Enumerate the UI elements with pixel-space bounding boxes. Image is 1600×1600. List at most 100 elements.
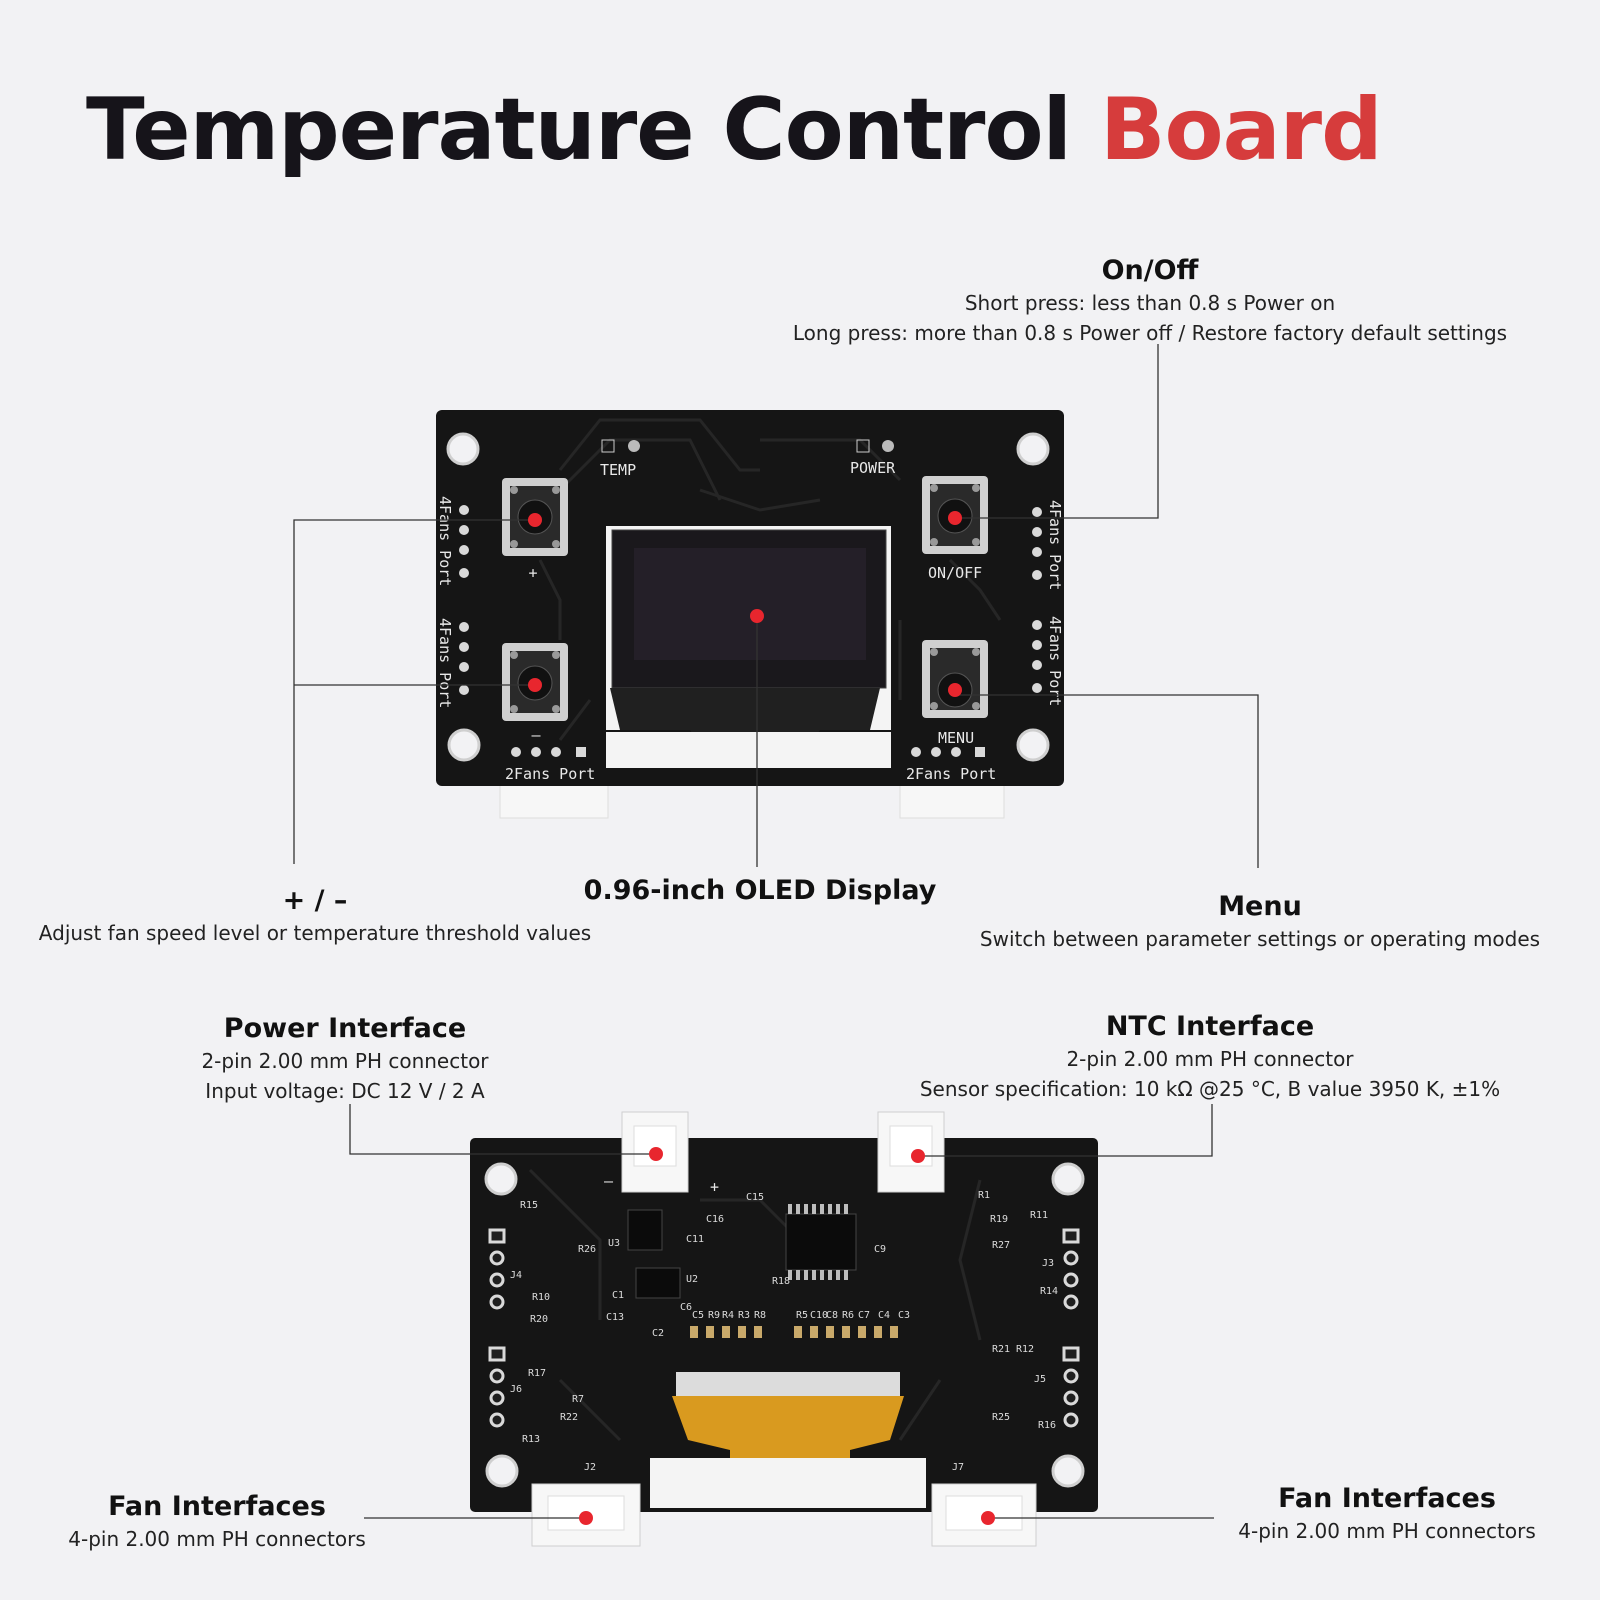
silk-refdes: C3 [898,1310,910,1321]
callout-fan-right: Fan Interfaces 4-pin 2.00 mm PH connecto… [1210,1482,1564,1546]
callout-menu-heading: Menu [1218,891,1302,922]
marker-power [649,1147,663,1161]
leader-power [349,1104,656,1155]
callout-power: Power Interface 2-pin 2.00 mm PH connect… [170,1012,520,1106]
power-led [856,439,894,453]
callout-fan-left-heading: Fan Interfaces [108,1491,326,1522]
silk-onoff: ON/OFF [928,564,982,582]
silk-refdes: C2 [652,1328,664,1339]
silk-refdes: J6 [510,1384,522,1395]
front-connector-right [899,779,1005,819]
ntc-connector [877,1111,945,1193]
silk-4fans-right-top: 4Fans Port [1046,500,1064,590]
silk-refdes: R21 [992,1344,1010,1355]
marker-onoff [948,511,962,525]
callout-plusminus-line1: Adjust fan speed level or temperature th… [38,921,592,945]
ic-u2 [635,1267,681,1299]
leader-lines [293,344,1259,1519]
silk-minus: – [531,726,541,744]
front-connector-left [499,779,609,819]
silk-4fans-left-top: 4Fans Port [436,496,454,586]
silk-2fans-left: 2Fans Port [505,765,595,783]
callout-ntc: NTC Interface 2-pin 2.00 mm PH connector… [880,1010,1540,1104]
silk-refdes: R25 [992,1412,1010,1423]
callout-fan-right-heading: Fan Interfaces [1278,1483,1496,1514]
silk-refdes: C5 [692,1310,704,1321]
marker-minus [528,678,542,692]
leader-menu [955,694,1259,868]
silk-refdes: C1 [612,1290,624,1301]
silk-refdes: R22 [560,1412,578,1423]
back-header-left [488,1228,506,1428]
callout-onoff-line2: Long press: more than 0.8 s Power off / … [792,321,1508,345]
callout-oled-heading: 0.96-inch OLED Display [583,875,937,906]
silk-refdes: J5 [1034,1374,1046,1385]
silk-refdes: C7 [858,1310,870,1321]
silk-refdes: R17 [528,1368,546,1379]
silk-2fans-right: 2Fans Port [906,765,996,783]
silk-refdes: R4 [722,1310,734,1321]
silk-refdes: R6 [842,1310,854,1321]
silk-refdes: C9 [874,1244,886,1255]
callout-onoff-heading: On/Off [1101,255,1199,286]
silk-refdes: R20 [530,1314,548,1325]
silk-4fans-right-bottom: 4Fans Port [1046,616,1064,706]
front-2fans-left-pins [511,747,586,757]
leader-plus [293,519,535,864]
callout-onoff-line1: Short press: less than 0.8 s Power on [964,291,1336,315]
temp-led [601,439,640,453]
silk-refdes: R8 [754,1310,766,1321]
callout-menu: Menu Switch between parameter settings o… [960,890,1560,954]
silk-refdes: J2 [584,1462,596,1473]
callout-ntc-heading: NTC Interface [1105,1011,1315,1042]
back-header-right [1062,1228,1080,1428]
silk-refdes: C6 [680,1302,692,1313]
callout-plusminus-heading: + / – [282,885,348,916]
front-board: TEMP POWER 4Fans Port 4Fans Port 4Fans P… [436,410,1064,819]
silk-refdes: J7 [952,1462,964,1473]
ic-u3 [627,1209,663,1251]
silk-refdes: R3 [738,1310,750,1321]
callout-onoff: On/Off Short press: less than 0.8 s Powe… [760,254,1540,348]
silk-refdes: R14 [1040,1286,1058,1297]
page-title: Temperature Control Board [86,80,1383,180]
silk-refdes: R18 [772,1276,790,1287]
front-header-right [1032,507,1042,693]
callout-menu-line1: Switch between parameter settings or ope… [979,927,1541,951]
silk-refdes: U2 [686,1274,698,1285]
ic-mcu [785,1213,857,1271]
silk-refdes: C10 [810,1310,828,1321]
callout-oled: 0.96-inch OLED Display [560,874,960,908]
silk-refdes: J3 [1042,1258,1054,1269]
silk-refdes: R1 [978,1190,990,1201]
leader-onoff [955,344,1159,519]
silk-4fans-left-bottom: 4Fans Port [436,618,454,708]
silk-refdes: R12 [1016,1344,1034,1355]
marker-fan-left [579,1511,593,1525]
silk-temp: TEMP [600,461,636,479]
oled-ribbon [672,1372,904,1472]
silk-refdes: R16 [1038,1420,1056,1431]
menu-button[interactable] [922,640,988,718]
callout-ntc-line2: Sensor specification: 10 kΩ @25 °C, B va… [919,1077,1501,1101]
silk-refdes: C15 [746,1192,764,1203]
silk-refdes: U3 [608,1238,620,1249]
oled-display [606,526,891,768]
silk-refdes: R7 [572,1394,584,1405]
silk-plus: + [528,564,537,582]
ic-mcu-pins [788,1204,848,1280]
callout-power-heading: Power Interface [223,1013,467,1044]
callout-plusminus: + / – Adjust fan speed level or temperat… [20,884,610,948]
marker-ntc [911,1149,925,1163]
callout-ntc-line1: 2-pin 2.00 mm PH connector [1066,1047,1354,1071]
silk-refdes: J4 [510,1270,522,1281]
silk-refdes: C8 [826,1310,838,1321]
silk-back-minus: – [604,1172,614,1190]
silk-refdes: R9 [708,1310,720,1321]
marker-oled [750,609,764,623]
callout-fan-left: Fan Interfaces 4-pin 2.00 mm PH connecto… [40,1490,394,1554]
front-header-left [459,505,469,695]
passive-row [690,1326,898,1338]
